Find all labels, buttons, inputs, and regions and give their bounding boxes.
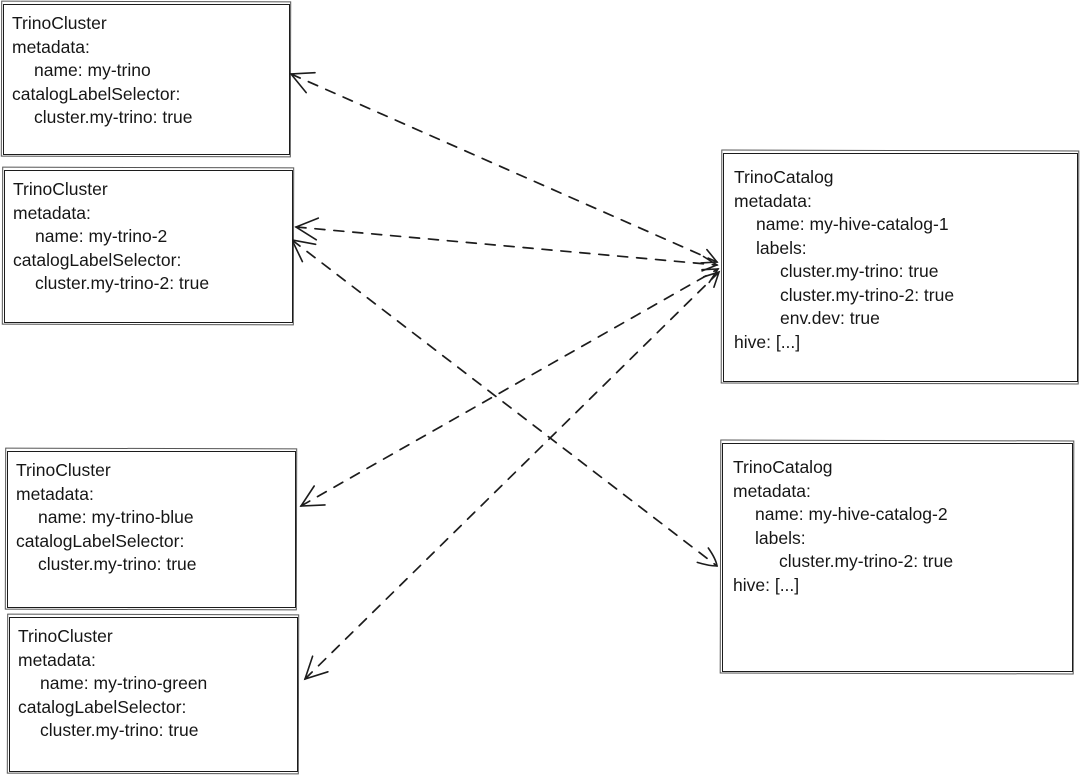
node-line: metadata: [13,202,91,223]
node-line: cluster.my-trino-2: true [779,551,954,571]
edge-catalog1-cluster-blue [300,268,719,507]
node-line: cluster.my-trino: true [40,720,199,740]
node-line: cluster.my-trino: true [780,261,939,281]
node-line: catalogLabelSelector: [12,83,181,104]
node-line: labels: [756,237,807,258]
node-line: name: my-trino [34,60,151,80]
node-trinocluster-my-trino-2: TrinoCluster metadata: name: my-trino-2 … [4,170,293,323]
node-kind: TrinoCluster [16,460,111,480]
node-kind: TrinoCatalog [733,457,833,477]
node-kind: TrinoCatalog [734,167,834,187]
node-line: metadata: [733,480,811,501]
node-line: metadata: [12,36,90,57]
node-line: name: my-trino-blue [38,507,194,527]
node-line: metadata: [734,190,812,211]
node-trinocluster-my-trino-green: TrinoCluster metadata: name: my-trino-gr… [9,617,298,772]
node-trinocatalog-my-hive-catalog-1: TrinoCatalog metadata: name: my-hive-cat… [723,153,1078,382]
node-line: cluster.my-trino-2: true [780,284,955,305]
node-trinocluster-my-trino: TrinoCluster metadata: name: my-trino ca… [3,4,290,155]
edge-catalog1-cluster1 [290,73,718,263]
node-line: name: my-trino-2 [35,226,168,246]
arrowhead-icon [294,217,320,241]
node-line: env.dev: true [780,308,880,328]
node-line: labels: [755,527,806,548]
arrowhead-icon [701,255,719,272]
node-kind: TrinoCluster [18,626,113,646]
node-line: cluster.my-trino: true [38,554,197,574]
arrowhead-icon [303,655,329,681]
node-line: name: my-trino-green [40,673,208,693]
edge-catalog1-cluster2 [295,226,718,266]
node-line: catalogLabelSelector: [18,696,187,717]
node-line: cluster.my-trino-2: true [35,273,210,293]
node-line: catalogLabelSelector: [13,249,182,270]
node-line: catalogLabelSelector: [16,530,185,551]
node-trinocluster-my-trino-blue: TrinoCluster metadata: name: my-trino-bl… [7,451,296,608]
edge-catalog1-cluster-green [304,271,720,680]
node-line: name: my-hive-catalog-2 [755,504,948,524]
node-line: hive: [...] [733,574,800,595]
arrowhead-icon [290,238,317,263]
node-line: metadata: [16,483,94,504]
arrowhead-icon [702,270,721,288]
arrowhead-icon [700,248,719,264]
edge-catalog2-cluster2 [291,239,718,567]
node-line: name: my-hive-catalog-1 [756,214,949,234]
node-kind: TrinoCluster [12,13,107,33]
arrowhead-icon [289,71,316,94]
arrowhead-icon [701,268,720,284]
node-line: metadata: [18,649,96,670]
node-line: cluster.my-trino: true [34,107,193,127]
arrowhead-icon [299,485,326,507]
node-kind: TrinoCluster [13,179,108,199]
node-line: hive: [...] [734,331,801,352]
node-trinocatalog-my-hive-catalog-2: TrinoCatalog metadata: name: my-hive-cat… [722,443,1073,672]
arrowhead-icon [696,547,718,567]
